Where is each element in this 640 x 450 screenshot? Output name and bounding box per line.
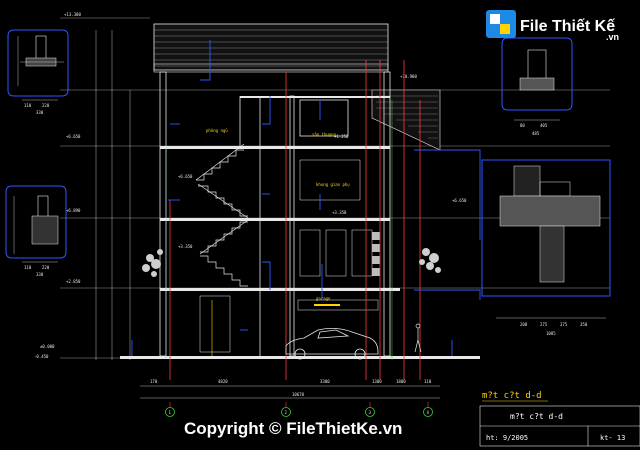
watermark-logo: File Thiết Kế .vn	[486, 10, 619, 42]
axis-4: 4	[427, 410, 430, 415]
dim-right-1: 200	[520, 322, 528, 327]
red-columns	[169, 60, 421, 380]
detail-callout-mid-right: 200 275 375 350 1085	[481, 159, 611, 336]
level-floor3-b: +6.650	[178, 174, 193, 179]
title-block: m?t c?t d-d ht: 9/2005 kt- 13	[479, 405, 640, 447]
dim-bottom-total: 10670	[292, 392, 305, 397]
title-block-date: ht: 9/2005	[486, 434, 528, 442]
grid-axes: 1 2 3 4	[165, 402, 433, 417]
dim-bottom-3: 3300	[320, 379, 330, 384]
dim-top-right-1: 80	[520, 123, 525, 128]
title-block-title: m?t c?t d-d	[510, 412, 563, 421]
vent-blocks	[372, 232, 380, 276]
dim-right-total: 1085	[546, 331, 556, 336]
axis-3: 3	[369, 410, 372, 415]
stairs	[195, 143, 249, 287]
plant-left	[142, 249, 163, 277]
person-figure	[414, 323, 422, 353]
dim-left-a-1: 110	[24, 103, 32, 108]
level-mezz: +1.250	[334, 134, 349, 139]
room-label-middle: khung gian phụ	[316, 182, 350, 187]
title-block-sheet: kt- 13	[600, 434, 625, 442]
dim-top-right-total: 485	[532, 131, 540, 136]
dim-left-a-2: 220	[42, 103, 50, 108]
level-roof-eave: +10.900	[400, 74, 417, 79]
dim-left-b-total: 330	[36, 272, 44, 277]
floor-slabs	[120, 96, 480, 359]
bottom-dimensions: 170 4820 3300 1300 1800 110 10670	[140, 379, 440, 399]
dim-top-right-2: 405	[540, 123, 548, 128]
level-left-2850: +2.850	[66, 279, 81, 284]
detail-callout-top-left: 110 220 330	[7, 29, 69, 115]
room-label-stair: phòng ngủ	[206, 128, 228, 133]
level-left-6890: +6.890	[66, 208, 81, 213]
roof-right-small	[371, 89, 441, 151]
dim-bottom-6: 110	[424, 379, 432, 384]
openings	[199, 159, 379, 353]
level-left-floor3: +6.650	[66, 134, 81, 139]
level-floor2-b: +3.350	[178, 244, 193, 249]
plant-right	[419, 248, 441, 273]
dim-left-b-1: 110	[24, 265, 32, 270]
dim-left-b-2: 220	[42, 265, 50, 270]
level-right: +6.650	[452, 198, 467, 203]
watermark-copyright: Copyright © FileThietKe.vn	[184, 419, 402, 438]
dim-bottom-1: 170	[150, 379, 158, 384]
dim-bottom-5: 1800	[396, 379, 406, 384]
accent-marks	[165, 100, 393, 360]
watermark-domain: .vn	[606, 32, 619, 42]
left-vertical-dimensions	[95, 30, 131, 360]
car-illustration	[285, 328, 379, 360]
dim-right-3: 375	[560, 322, 568, 327]
level-ground-left: ±0.000	[40, 344, 55, 349]
axis-2: 2	[285, 410, 288, 415]
dim-bottom-4: 1300	[372, 379, 382, 384]
level-basement: -0.450	[34, 354, 49, 359]
dim-right-4: 350	[580, 322, 588, 327]
blue-leaders	[131, 40, 481, 356]
dim-bottom-2: 4820	[218, 379, 228, 384]
section-title: m?t c?t d-d	[482, 391, 542, 401]
level-floor2: +3.350	[332, 210, 347, 215]
dim-left-a-total: 330	[36, 110, 44, 115]
detail-callout-mid-left: 110 220 330	[5, 185, 67, 277]
detail-callout-top-right: 80 405 485	[501, 37, 573, 136]
level-roof-top: +13.300	[64, 12, 81, 17]
roof-tiles	[153, 23, 389, 73]
walls	[159, 71, 391, 357]
dim-right-2: 275	[540, 322, 548, 327]
axis-1: 1	[169, 410, 172, 415]
room-label-garage: garage	[316, 296, 331, 301]
room-label-upper: sân thượng	[312, 132, 337, 137]
level-marks: +13.300 +10.900 +6.650 +6.650 +6.890 +3.…	[34, 12, 467, 359]
watermark-brand: File Thiết Kế	[520, 18, 615, 35]
